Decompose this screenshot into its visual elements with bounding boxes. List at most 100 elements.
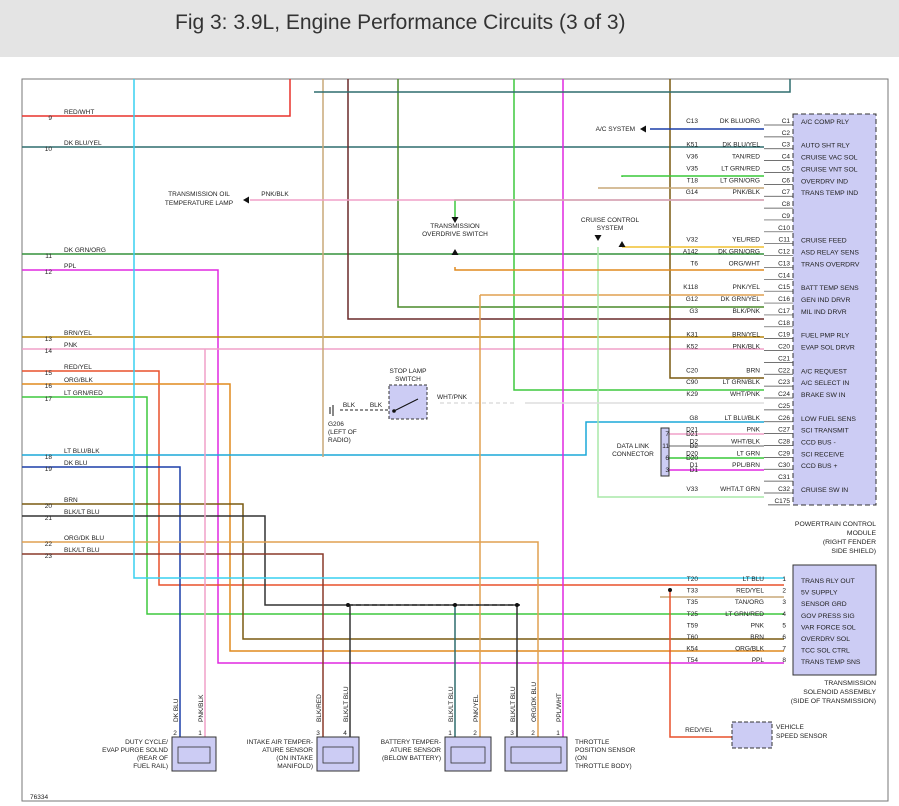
- splice-dot: [453, 603, 457, 607]
- circuit-color-label: BRN: [64, 497, 78, 504]
- diagram-frame: [21, 78, 889, 802]
- pcm-circuit-id: D21: [686, 427, 698, 434]
- component-box: [504, 736, 568, 772]
- circuit-color-label: BRN/YEL: [64, 330, 92, 337]
- pcm-circuit-id: V33: [686, 486, 698, 493]
- tsa-pin-name: TRANS RLY OUT: [801, 578, 855, 585]
- wire-blk-pnk: [347, 79, 764, 320]
- ac-system-label: A/C SYSTEM: [596, 126, 635, 133]
- wire-overdrv-ind: [454, 199, 764, 217]
- pcm-pin-name: TRANS TEMP IND: [801, 190, 858, 197]
- pcm-wire-color: PNK/BLK: [733, 344, 761, 351]
- dlc-label: CONNECTOR: [612, 451, 654, 458]
- component-wire-label: PPL/WHT: [556, 693, 563, 722]
- pcm-circuit-id: K52: [686, 344, 698, 351]
- pcm-pin-name: SCI TRANSMIT: [801, 428, 849, 435]
- component-pin: 3: [316, 730, 320, 737]
- dlc-pin: 11: [662, 443, 669, 450]
- stop-lamp-label: STOP LAMP: [390, 368, 427, 375]
- component-wire-label: BLK/LT BLU: [510, 686, 517, 722]
- component-name: BATTERY TEMPER-: [381, 739, 441, 746]
- component-name: EVAP PURGE SOLND: [102, 747, 168, 754]
- trans-od-switch-label: TRANSMISSION: [430, 223, 480, 230]
- wire-lt-grn-org: [621, 175, 764, 177]
- pcm-pin-number: C19: [778, 332, 790, 339]
- component-name: (ON INTAKE: [276, 755, 313, 762]
- circuit-number: 18: [45, 454, 53, 461]
- component-wire-label: BLK/LT BLU: [343, 686, 350, 722]
- wire-ppl: [22, 269, 784, 664]
- tsa-pin-name: VAR FORCE SOL: [801, 624, 856, 631]
- vss-wire-label: RED/YEL: [685, 727, 713, 734]
- component-wire-label: PNK/YEL: [473, 694, 480, 722]
- component-name: THROTTLE BODY): [575, 763, 632, 770]
- pcm-wire-color: PPL/BRN: [732, 462, 760, 469]
- circuit-color-label: RED/YEL: [64, 364, 92, 371]
- pcm-circuit-id: V35: [686, 165, 698, 172]
- pcm-pin-number: C10: [778, 225, 790, 232]
- vss-box: [731, 721, 773, 749]
- component-name: DUTY CYCLE/: [125, 739, 168, 746]
- component-wire-label: PNK/BLK: [198, 694, 205, 722]
- pcm-wire-color: LT GRN/RED: [721, 165, 760, 172]
- tsa-wire-color: BRN: [750, 634, 764, 641]
- wire-lt-grn-red: [22, 396, 784, 615]
- wire-org-wht: [454, 267, 764, 271]
- component-name: (BELOW BATTERY): [382, 755, 441, 762]
- circuit-color-label: BLK/LT BLU: [64, 547, 100, 554]
- switch-contact: [392, 409, 396, 413]
- component-wire-label: BLK/RED: [316, 694, 323, 722]
- pcm-pin-number: C12: [778, 249, 790, 256]
- pcm-pin-number: C13: [778, 260, 790, 267]
- pcm-pin-name: CCD BUS -: [801, 439, 836, 446]
- tsa-wire-color: ORG/BLK: [735, 646, 765, 653]
- g206-label: G206: [328, 421, 344, 428]
- pcm-circuit-id: K29: [686, 391, 698, 398]
- pcm-circuit-id: G12: [686, 296, 699, 303]
- circuit-number: 14: [45, 348, 53, 355]
- ac-system-arrow: [640, 125, 646, 133]
- blk-label: BLK: [370, 402, 383, 409]
- component-pin: 4: [343, 730, 347, 737]
- pcm-pin-number: C21: [778, 355, 790, 362]
- component-name: FUEL RAIL): [133, 763, 168, 770]
- dlc-circuit-id: D2: [690, 443, 699, 450]
- pcm-pin-name: ASD RELAY SENS: [801, 250, 859, 257]
- tsa-circuit-id: T25: [687, 611, 699, 618]
- wire-wht-lt-grn: [597, 247, 764, 498]
- pcm-wire-color: WHT/PNK: [730, 391, 761, 398]
- pcm-pin-number: C17: [778, 308, 790, 315]
- tsa-pin-number: 3: [782, 599, 786, 606]
- pcm-pin-name: GEN IND DRVR: [801, 297, 850, 304]
- cruise-control-label: SYSTEM: [597, 225, 624, 232]
- pcm-wire-color: YEL/RED: [732, 237, 760, 244]
- pcm-wire-color: DK BLU/ORG: [720, 118, 760, 125]
- tsa-pin-name: OVERDRV SOL: [801, 636, 850, 643]
- tsa-pin-name: TCC SOL CTRL: [801, 648, 850, 655]
- tsa-title: (SIDE OF TRANSMISSION): [791, 698, 876, 705]
- wire-brn-a-c: [669, 79, 764, 379]
- pcm-circuit-id: K31: [686, 332, 698, 339]
- tsa-circuit-id: T35: [687, 599, 699, 606]
- pcm-wire-color: TAN/RED: [732, 154, 760, 161]
- dlc-pin: 3: [665, 467, 669, 474]
- pcm-circuit-id: K51: [686, 142, 698, 149]
- pcm-title: SIDE SHIELD): [831, 548, 876, 555]
- pcm-pin-number: C9: [782, 213, 791, 220]
- pcm-pin-name: CRUISE VNT SOL: [801, 166, 858, 173]
- pcm-circuit-id: T6: [690, 260, 698, 267]
- component-pin: 3: [510, 730, 514, 737]
- wire-lt-blu-blk: [22, 421, 764, 456]
- tsa-circuit-id: T20: [687, 576, 699, 583]
- pcm-pin-number: C23: [778, 379, 790, 386]
- pcm-pin-number: C22: [778, 367, 790, 374]
- dlc-label: DATA LINK: [617, 443, 650, 450]
- component-pin: 1: [556, 730, 560, 737]
- pcm-wire-color: LT GRN: [737, 450, 761, 457]
- circuit-color-label: DK BLU: [64, 460, 88, 467]
- pcm-title: (RIGHT FENDER: [823, 539, 876, 546]
- pcm-circuit-id: G8: [689, 415, 698, 422]
- component-pin: 2: [473, 730, 477, 737]
- pcm-pin-name: A/C REQUEST: [801, 368, 847, 375]
- pcm-pin-name: CRUISE FEED: [801, 238, 847, 245]
